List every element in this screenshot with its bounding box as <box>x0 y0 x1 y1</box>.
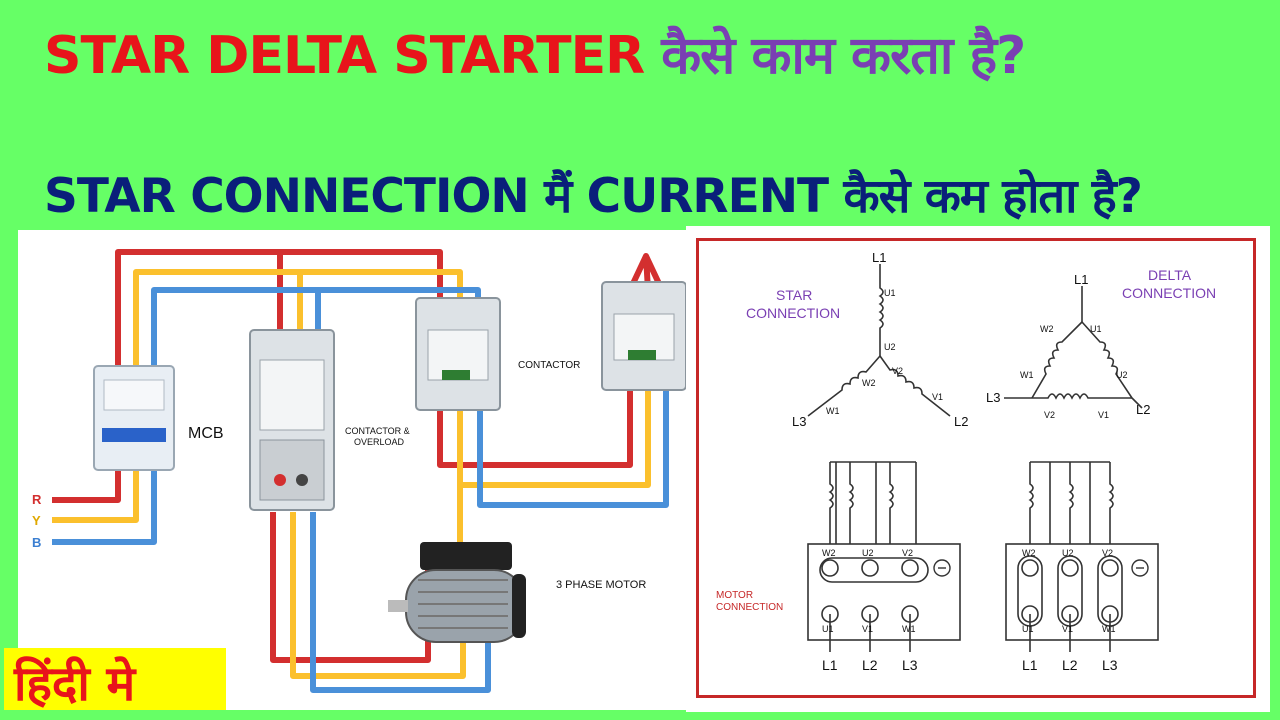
motor-conn-label-1: MOTOR <box>716 590 753 601</box>
box-right-top-1: U2 <box>1062 548 1074 558</box>
wire-blue-contactor <box>477 390 669 508</box>
star-v1-label: V1 <box>932 392 943 402</box>
delta-coil-left <box>1031 321 1083 399</box>
motor-device <box>388 542 526 643</box>
delta-l2-label: L2 <box>1136 402 1150 417</box>
box-left-top-1: U2 <box>862 548 874 558</box>
wiring-diagram: R Y B MCB CONTACTOR & OVERLOAD CONTACTOR… <box>32 249 687 693</box>
box-right-line-2: L3 <box>1102 657 1118 673</box>
star-l2-label: L2 <box>954 414 968 429</box>
delta-u2-label: U2 <box>1116 370 1128 380</box>
terminal-box-right <box>1005 543 1159 641</box>
delta-w2-label: W2 <box>1040 324 1054 334</box>
delta-l3-label: L3 <box>986 390 1000 405</box>
box-left-top-2: V2 <box>902 548 913 558</box>
wire-blue-input <box>52 470 157 545</box>
phase-r-label: R <box>32 492 42 507</box>
delta-line-l2 <box>1131 397 1143 409</box>
delta-w1-label: W1 <box>1020 370 1034 380</box>
main-title: STAR DELTA STARTER कैसे काम करता है? <box>44 18 1026 89</box>
wire-red-main <box>280 249 443 302</box>
box-left-line-1: L2 <box>862 657 878 673</box>
box-left-bottom-0: U1 <box>822 624 834 634</box>
box-left-bottom-1: V1 <box>862 624 873 634</box>
star-l3-label: L3 <box>792 414 806 429</box>
phase-b-label: B <box>32 535 41 550</box>
box-right-top-0: W2 <box>1022 548 1036 558</box>
delta-l1-label: L1 <box>1074 272 1088 287</box>
contactor-label: CONTACTOR <box>518 360 580 371</box>
wire-red-input <box>52 470 121 503</box>
wire-red-top <box>115 249 283 370</box>
wire-blue-top <box>151 287 321 370</box>
star-label-1: STAR <box>776 287 812 303</box>
phase-y-label: Y <box>32 513 41 528</box>
star-u2-label: U2 <box>884 342 896 352</box>
title-english: STAR DELTA STARTER <box>44 26 645 86</box>
star-w2-label: W2 <box>862 378 876 388</box>
delta-label-2: CONNECTION <box>1122 285 1216 301</box>
delta-coil-right <box>1081 321 1133 399</box>
box-right-bottom-0: U1 <box>1022 624 1034 634</box>
motor-conn-label-2: CONNECTION <box>716 602 783 613</box>
star-u1-label: U1 <box>884 288 896 298</box>
star-w1-label: W1 <box>826 406 840 416</box>
star-bridge-bar <box>819 557 929 583</box>
box-right-line-0: L1 <box>1022 657 1038 673</box>
box-left-line-0: L1 <box>822 657 838 673</box>
mcb-device <box>93 365 175 471</box>
star-coil-u <box>878 276 884 356</box>
box-right-line-1: L2 <box>1062 657 1078 673</box>
star-coil-w <box>807 355 881 417</box>
wire-red-motor <box>270 512 431 663</box>
delta-v1-label: V1 <box>1098 410 1109 420</box>
star-l1-label: L1 <box>872 250 886 265</box>
schematic-panel: STAR CONNECTION DELTA CONNECTION MOTOR C… <box>686 226 1270 712</box>
hindi-badge-text: हिंदी मे <box>14 656 136 712</box>
box-right-bottom-1: V1 <box>1062 624 1073 634</box>
delta-v2-label: V2 <box>1044 410 1055 420</box>
motor-label: 3 PHASE MOTOR <box>556 579 646 591</box>
contactor-device-2 <box>601 281 687 391</box>
schematic-frame <box>696 238 1256 698</box>
wire-red-contactor <box>437 390 633 468</box>
box-left-bottom-2: W1 <box>902 624 916 634</box>
wire-yellow-top <box>133 269 303 370</box>
earth-icon <box>933 559 1149 577</box>
box-right-top-2: V2 <box>1102 548 1113 558</box>
schematic-diagram: STAR CONNECTION DELTA CONNECTION MOTOR C… <box>716 250 1216 673</box>
star-v2-label: V2 <box>892 366 903 376</box>
delta-label-1: DELTA <box>1148 267 1192 283</box>
wiring-diagram-panel: R Y B MCB CONTACTOR & OVERLOAD CONTACTOR… <box>18 230 690 710</box>
wire-yellow-contactor <box>457 390 651 488</box>
contactor-overload-device <box>249 329 335 511</box>
terminal-box-left <box>807 543 961 641</box>
contactor-device-1 <box>415 297 501 411</box>
star-coil-v <box>879 355 951 417</box>
contactor-overload-label-2: OVERLOAD <box>354 437 405 447</box>
subtitle: STAR CONNECTION मैं CURRENT कैसे कम होता… <box>44 169 1143 224</box>
title-hindi: कैसे काम करता है? <box>661 26 1026 86</box>
mcb-label: MCB <box>188 425 224 442</box>
box-left-top-0: W2 <box>822 548 836 558</box>
box-right-bottom-2: W1 <box>1102 624 1116 634</box>
wire-yellow-input <box>52 470 139 523</box>
delta-u1-label: U1 <box>1090 324 1102 334</box>
delta-coil-bottom <box>1032 393 1132 400</box>
contactor-overload-label-1: CONTACTOR & <box>345 426 410 436</box>
box-left-line-2: L3 <box>902 657 918 673</box>
hindi-badge: हिंदी मे <box>4 648 226 712</box>
star-label-2: CONNECTION <box>746 305 840 321</box>
